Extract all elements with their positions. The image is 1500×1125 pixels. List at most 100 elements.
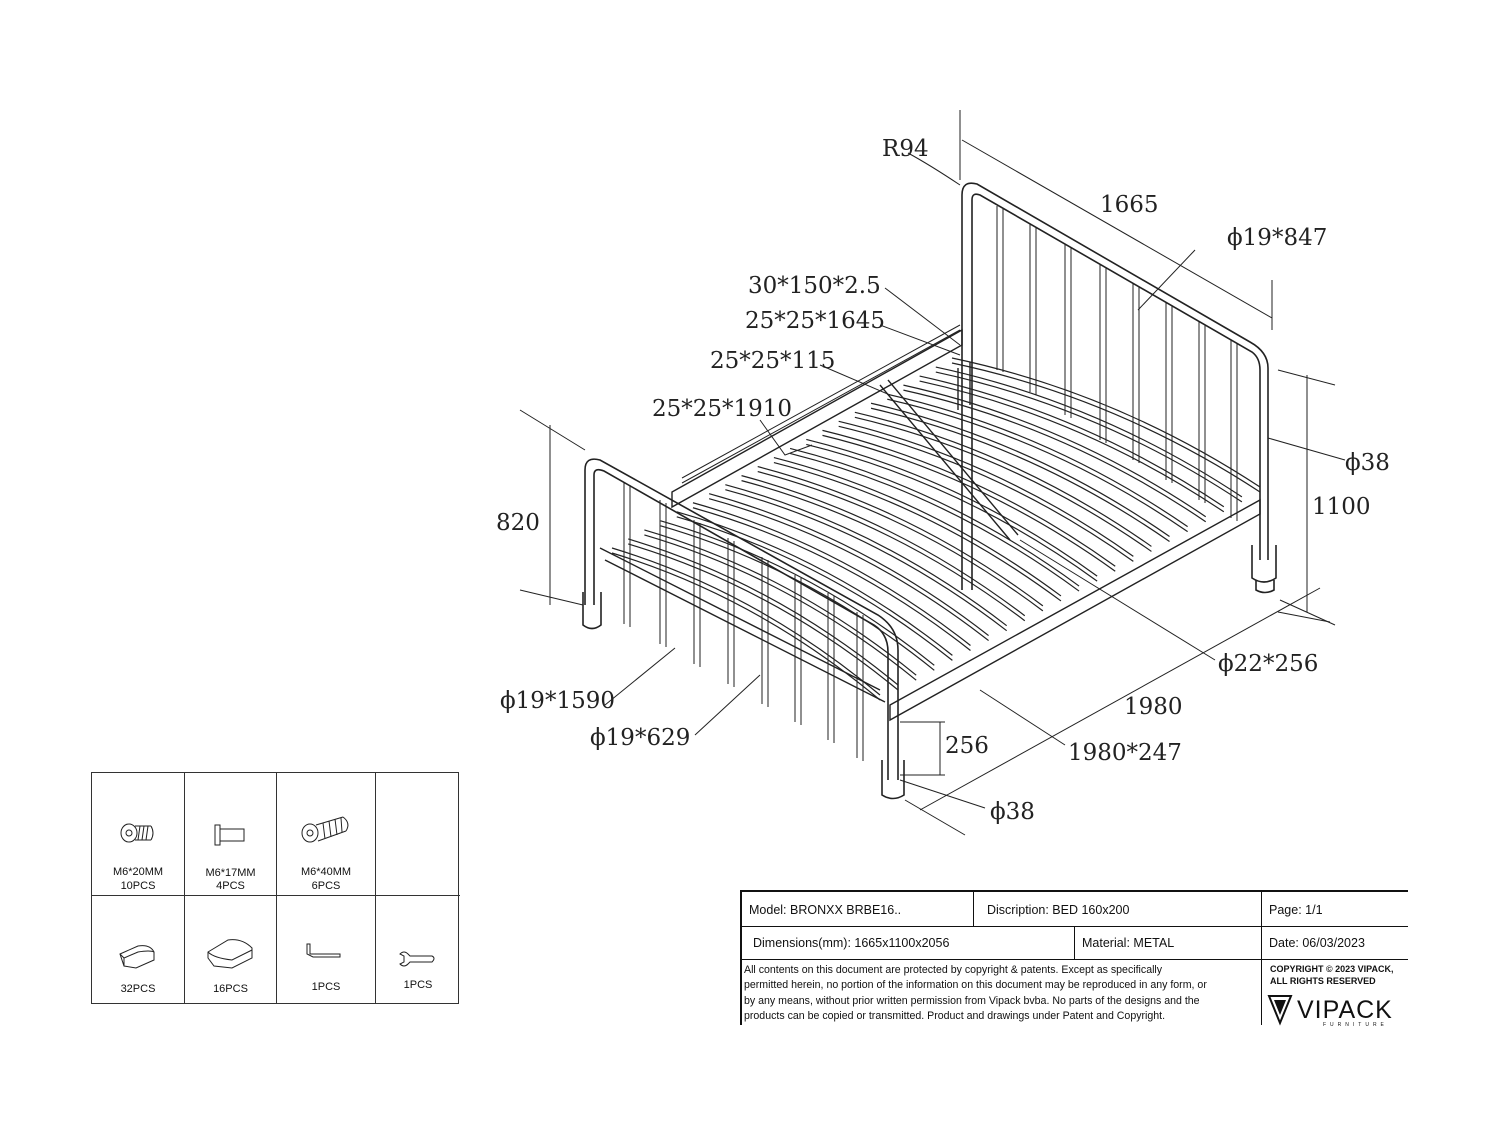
bed-slat: [919, 375, 1225, 508]
bed-slat: [870, 402, 1170, 538]
part-qty: 1PCS: [403, 979, 433, 991]
bed-slat: [822, 434, 1116, 572]
legal-line: All contents on this document are protec…: [744, 964, 1163, 976]
dim-phi38-top: ϕ38: [1345, 450, 1390, 476]
dim-25-1645: 25*25*1645: [745, 308, 885, 334]
part-qty: 16PCS: [213, 983, 248, 995]
side-rails: [599, 324, 1261, 722]
dim-1980: 1980: [1124, 694, 1183, 720]
bed-slat: [887, 393, 1188, 528]
dim-phi19-847: ϕ19*847: [1227, 225, 1327, 251]
bed-slat: [611, 552, 881, 701]
bed-slat: [708, 498, 989, 642]
bed-slat: [806, 438, 1098, 577]
legal-line: permitted herein, no portion of the info…: [744, 979, 1207, 992]
dim-phi19-1590: ϕ19*1590: [500, 688, 615, 714]
part-cell: 16PCS: [185, 896, 277, 1004]
part-qty: 6PCS: [311, 880, 341, 892]
footboard-spindles: [623, 482, 864, 761]
copyright-notice: COPYRIGHT © 2023 VIPACK, ALL RIGHTS RESE…: [1270, 963, 1415, 987]
bed-slat: [903, 384, 1207, 518]
slat-cap-small-icon: [119, 945, 155, 969]
dim-1100: 1100: [1312, 494, 1371, 520]
bed-slat: [725, 484, 1008, 627]
legal-notice: All contents on this document are protec…: [744, 963, 1262, 1024]
hex-socket-screw-long-icon: [301, 816, 349, 843]
part-qty: 1PCS: [311, 981, 341, 993]
bolt-pin-icon: [214, 824, 244, 846]
title-block: Model: BRONXX BRBE16.. Discription: BED …: [740, 890, 1411, 1027]
page-field: Page: 1/1: [1269, 902, 1323, 917]
material-field: Material: METAL: [1082, 936, 1175, 950]
dim-25-115: 25*25*115: [710, 348, 835, 374]
part-cell-empty: [376, 773, 460, 896]
headboard-spindles: [996, 206, 1238, 521]
vipack-logo: VIPACK FURNITURE: [1265, 993, 1411, 1027]
description-field: Discription: BED 160x200: [987, 902, 1130, 917]
part-name: M6*40MM: [300, 866, 352, 878]
bed-slat: [692, 502, 971, 646]
part-cell: 1PCS: [376, 896, 460, 1004]
bed-slat: [741, 480, 1026, 622]
bed-slat: [806, 443, 1098, 582]
bed-slat: [789, 447, 1080, 587]
footboard: [582, 458, 905, 800]
bed-slat: [838, 425, 1134, 562]
bed-slat: [935, 371, 1243, 503]
part-cell: M6*40MM 6PCS: [277, 773, 376, 896]
bed-slat: [757, 470, 1044, 612]
dimension-lines: [519, 110, 1346, 836]
bed-slat: [725, 489, 1008, 632]
bed-slat: [692, 507, 971, 651]
part-name: M6*20MM: [112, 866, 164, 878]
hex-socket-screw-short-icon: [120, 823, 154, 843]
title-row-1: Model: BRONXX BRBE16.. Discription: BED …: [742, 892, 1408, 927]
bed-slat: [854, 416, 1152, 552]
bed-slat: [644, 534, 917, 681]
dim-1980-247: 1980*247: [1068, 740, 1182, 766]
bed-slat: [903, 389, 1207, 523]
date-field: Date: 06/03/2023: [1269, 936, 1365, 950]
dim-r94: R94: [882, 136, 929, 162]
dim-phi19-629: ϕ19*629: [590, 725, 690, 751]
part-qty: 4PCS: [216, 880, 245, 892]
legal-line: products can be copied or transmitted. P…: [744, 1009, 1166, 1022]
wrench-icon: [399, 951, 435, 967]
bed-slat: [676, 516, 953, 661]
part-cell: M6*17MM 4PCS: [185, 773, 277, 896]
legal-line: by any means, without prior written perm…: [744, 994, 1200, 1007]
dimension-labels: R94 1665 ϕ19*847 30*150*2.5 25*25*1645 2…: [496, 136, 1390, 825]
bed-slat: [708, 493, 989, 637]
bed-slat: [611, 547, 881, 696]
bed-slat: [951, 357, 1261, 488]
part-cell: 32PCS: [92, 896, 185, 1004]
bed-slat: [660, 520, 935, 666]
part-cell: M6*20MM 10PCS: [92, 773, 185, 896]
dimensions-field: Dimensions(mm): 1665x1100x2056: [753, 936, 950, 950]
dim-25-1910: 25*25*1910: [652, 396, 792, 422]
bed-slat: [951, 362, 1261, 493]
model-field: Model: BRONXX BRBE16..: [749, 902, 902, 917]
bed-slat: [660, 525, 935, 671]
bed-slats: [611, 357, 1261, 701]
bed-slat: [741, 475, 1026, 617]
bed-slat: [935, 366, 1243, 498]
bed-slat: [789, 452, 1080, 592]
svg-text:FURNITURE: FURNITURE: [1323, 1022, 1388, 1027]
copyright-line: ALL RIGHTS RESERVED: [1270, 976, 1376, 986]
copyright-line: COPYRIGHT © 2023 VIPACK,: [1270, 964, 1394, 974]
part-qty: 10PCS: [120, 880, 156, 892]
bed-slat: [773, 461, 1062, 602]
bed-slat: [919, 380, 1225, 513]
dim-1665: 1665: [1100, 192, 1159, 218]
bed-slat: [757, 465, 1044, 607]
bed-slat: [838, 420, 1134, 557]
part-name: M6*17MM: [205, 867, 256, 879]
vipack-logo-mark: VIPACK FURNITURE: [1267, 995, 1392, 1027]
dim-phi22-256: ϕ22*256: [1218, 651, 1318, 677]
slat-cap-large-icon: [207, 939, 252, 969]
bed-slat: [854, 411, 1152, 547]
title-row-2: Dimensions(mm): 1665x1100x2056 Material:…: [742, 927, 1408, 959]
hardware-parts-table: M6*20MM 10PCS M6*17MM 4PCS M6*40MM 6PCS …: [91, 772, 460, 1004]
